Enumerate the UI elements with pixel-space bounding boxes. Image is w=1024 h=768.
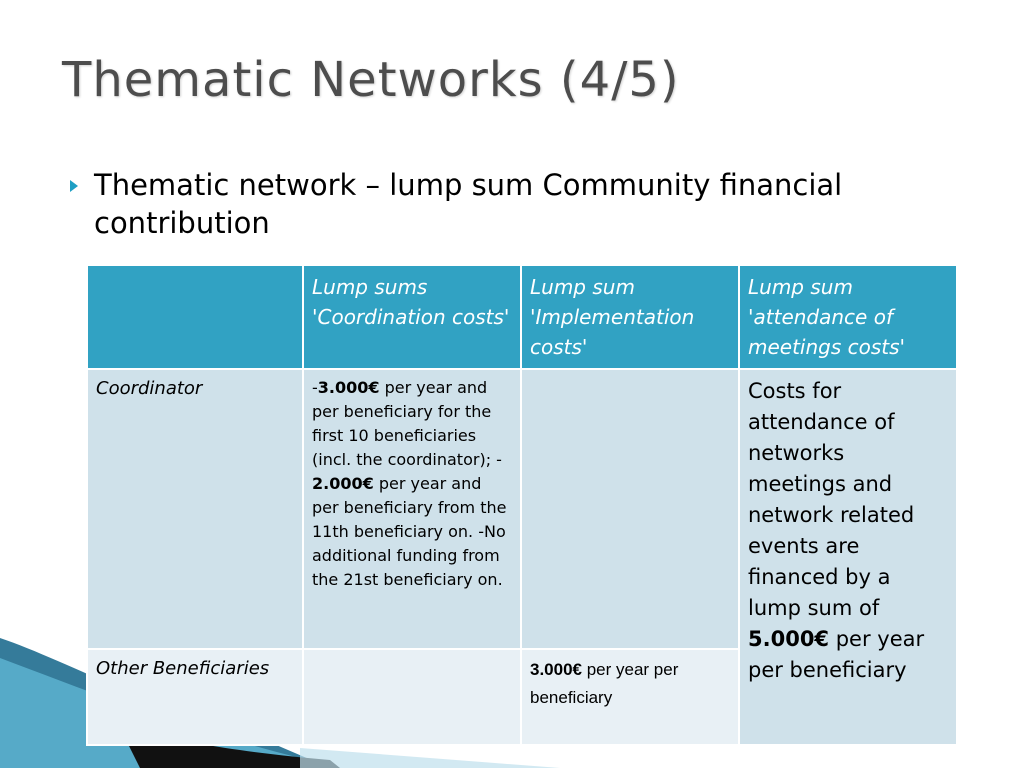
table-header-row: Lump sums 'Coordination costs' Lump sum … (86, 264, 958, 370)
cell-text: per year and per beneficiary for the fir… (312, 378, 502, 469)
header-cell-implementation: Lump sum 'Implementation costs' (520, 264, 740, 370)
triangle-bullet-icon (70, 180, 78, 192)
cell-text: per year per beneficiary (530, 660, 679, 707)
slide-title: Thematic Networks (4/5) (62, 52, 680, 108)
table-row: Coordinator -3.000€ per year and per ben… (86, 368, 958, 746)
header-cell-empty (86, 264, 304, 370)
amount-value: 3.000€ (317, 378, 380, 397)
lump-sum-table: Lump sums 'Coordination costs' Lump sum … (86, 264, 958, 746)
header-cell-coordination: Lump sums 'Coordination costs' (302, 264, 522, 370)
table-row: Other Beneficiaries 3.000€ per year per … (86, 648, 957, 746)
coordination-cell-other (302, 648, 522, 746)
row-label-other-beneficiaries: Other Beneficiaries (86, 648, 304, 746)
cell-text: per year and per beneficiary from the 11… (312, 474, 507, 589)
amount-value: 2.000€ (312, 474, 374, 493)
header-cell-attendance: Lump sum 'attendance of meetings costs' (738, 264, 958, 370)
bullet-text: Thematic network – lump sum Community fi… (94, 168, 843, 240)
bullet-item: Thematic network – lump sum Community fi… (70, 166, 910, 242)
cell-text: per year per beneficiary (748, 627, 925, 682)
implementation-cell-coordinator (520, 368, 740, 650)
cell-text: - (312, 378, 318, 397)
implementation-cell-other: 3.000€ per year per beneficiary (520, 648, 740, 746)
row-label-coordinator: Coordinator (86, 368, 304, 650)
cell-text: Costs for attendance of networks meeting… (748, 379, 915, 620)
coordination-cell-coordinator: -3.000€ per year and per beneficiary for… (302, 368, 522, 650)
amount-value: 3.000€ (530, 660, 582, 679)
attendance-cell-merged: Costs for attendance of networks meeting… (738, 368, 958, 746)
amount-value: 5.000€ (748, 627, 830, 651)
